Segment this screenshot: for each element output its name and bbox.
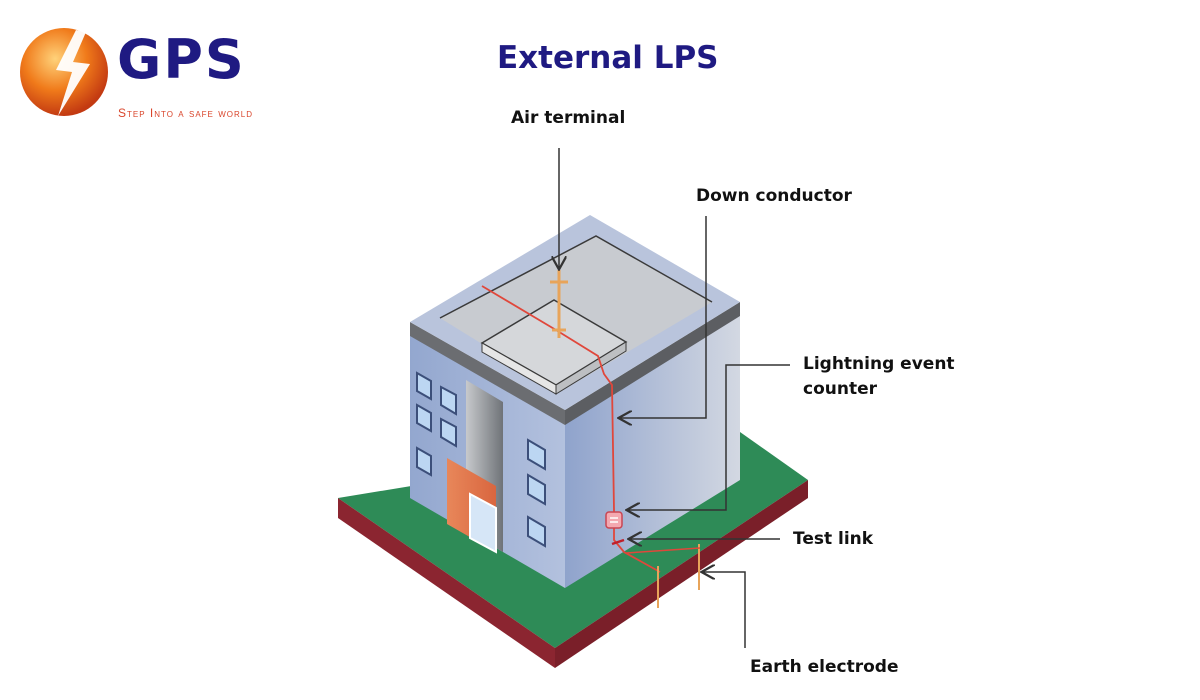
down-conductor-line <box>481 285 661 573</box>
label-lightning-event-counter: Lightning event counter <box>803 354 955 399</box>
lightning-orb-icon <box>20 28 108 116</box>
brand-name: GPS <box>117 28 246 91</box>
test-link <box>611 538 625 546</box>
label-test-link: Test link <box>793 529 874 549</box>
brand-tagline: Step Into a safe world <box>118 106 253 120</box>
company-logo <box>18 24 308 124</box>
label-air-terminal: Air terminal <box>511 108 626 128</box>
label-earth-electrode: Earth electrode <box>750 657 899 677</box>
windows-left <box>416 371 546 548</box>
leader-lines <box>559 148 790 648</box>
air-terminal <box>550 270 568 338</box>
label-down-conductor: Down conductor <box>696 186 852 206</box>
lightning-event-counter <box>605 511 623 529</box>
earth-electrodes <box>625 544 701 608</box>
diagram-title: External LPS <box>497 40 719 76</box>
